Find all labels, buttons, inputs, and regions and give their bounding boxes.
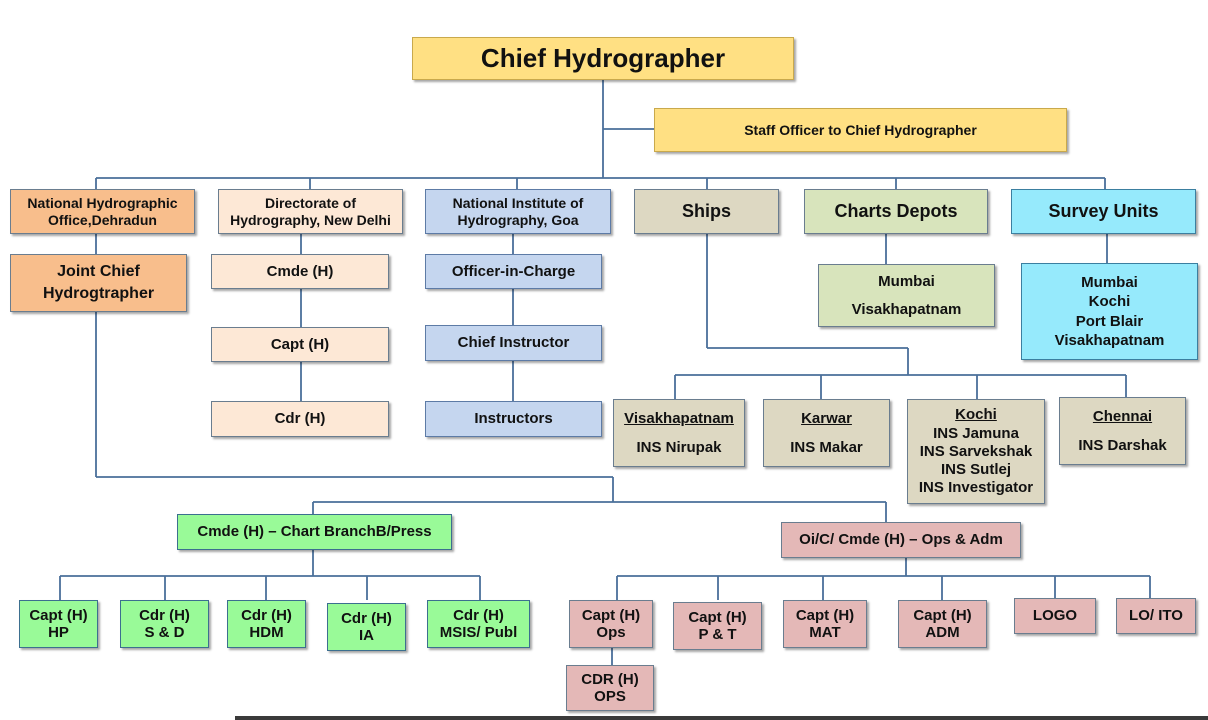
role-label: MSIS/ Publ — [439, 624, 518, 641]
doh-cdr-box: Cdr (H) — [211, 401, 389, 437]
ship-base-karwar: Karwar INS Makar — [763, 399, 890, 467]
ship-base-kochi: Kochi INS Jamuna INS Sarvekshak INS Sutl… — [907, 399, 1045, 504]
doh-cmde-box: Cmde (H) — [211, 254, 389, 289]
survey-units-box: Survey Units — [1011, 189, 1196, 234]
nih-instructors-label: Instructors — [474, 410, 553, 428]
charts-depots-places-box: Mumbai Visakhapatnam — [818, 264, 995, 327]
chart-branch-label: Cmde (H) – Chart BranchB/Press — [197, 523, 432, 541]
ops-adm-box: Oi/C/ Cmde (H) – Ops & Adm — [781, 522, 1021, 558]
chief-hydrographer-box: Chief Hydrographer — [412, 37, 794, 80]
nho-title-line2: Office,Dehradun — [48, 211, 157, 228]
ops-adm-item-logo: LOGO — [1014, 598, 1096, 634]
nho-box: National Hydrographic Office,Dehradun — [10, 189, 195, 234]
ship-name: INS Investigator — [918, 479, 1034, 497]
ships-label: Ships — [681, 201, 731, 222]
ship-base-chennai: Chennai INS Darshak — [1059, 397, 1186, 465]
chart-branch-item-sd: Cdr (H) S & D — [120, 600, 209, 648]
nih-instructors-box: Instructors — [425, 401, 602, 437]
staff-officer-label: Staff Officer to Chief Hydrographer — [744, 121, 977, 138]
ops-adm-item-lo-ito: LO/ ITO — [1116, 598, 1196, 634]
bottom-scrollbar — [235, 716, 1208, 720]
survey-units-places-box: Mumbai Kochi Port Blair Visakhapatnam — [1021, 263, 1198, 360]
nih-chief-instructor-box: Chief Instructor — [425, 325, 602, 361]
ship-name: INS Makar — [790, 439, 863, 456]
role-label: ADM — [925, 624, 960, 641]
doh-cdr-label: Cdr (H) — [274, 410, 326, 428]
rank-label: Cdr (H) — [341, 609, 392, 627]
role-label: OPS — [594, 688, 626, 705]
ship-name: INS Nirupak — [636, 439, 722, 456]
charts-depots-box: Charts Depots — [804, 189, 988, 234]
nih-title-line1: National Institute of — [452, 195, 584, 212]
ship-base-name: Karwar — [801, 409, 852, 427]
ship-name: INS Jamuna — [933, 424, 1019, 442]
role-label: HP — [48, 624, 69, 641]
doh-capt-box: Capt (H) — [211, 327, 389, 362]
survey-unit-place-3: Port Blair — [1075, 312, 1144, 330]
chart-branch-item-msis: Cdr (H) MSIS/ Publ — [427, 600, 530, 648]
ship-base-name: Kochi — [955, 406, 997, 424]
charts-depot-place-2: Visakhapatnam — [851, 300, 962, 318]
role-label: LOGO — [1032, 607, 1078, 625]
chief-hydrographer-label: Chief Hydrographer — [480, 42, 726, 73]
survey-units-label: Survey Units — [1048, 201, 1159, 222]
ship-base-name: Chennai — [1092, 407, 1153, 425]
rank-label: Capt (H) — [913, 606, 972, 624]
doh-cmde-label: Cmde (H) — [266, 262, 334, 280]
survey-unit-place-2: Kochi — [1088, 293, 1131, 311]
nho-title-line1: National Hydrographic — [27, 195, 178, 212]
charts-depots-label: Charts Depots — [834, 201, 958, 222]
doh-title-line2: Hydrography, New Delhi — [230, 211, 391, 228]
role-label: IA — [359, 627, 374, 644]
doh-title-line1: Directorate of — [264, 195, 357, 212]
nih-oic-box: Officer-in-Charge — [425, 254, 602, 289]
rank-label: CDR (H) — [581, 670, 639, 688]
ship-base-name: Visakhapatnam — [624, 409, 734, 427]
chart-branch-item-hp: Capt (H) HP — [19, 600, 98, 648]
role-label: S & D — [144, 624, 185, 641]
rank-label: Capt (H) — [29, 606, 88, 624]
chart-branch-box: Cmde (H) – Chart BranchB/Press — [177, 514, 452, 550]
ops-adm-item-ops: Capt (H) Ops — [569, 600, 653, 648]
nih-box: National Institute of Hydrography, Goa — [425, 189, 611, 234]
role-label: LO/ ITO — [1129, 607, 1183, 625]
ship-base-visakhapatnam: Visakhapatnam INS Nirupak — [613, 399, 745, 467]
joint-chief-line1: Joint Chief — [57, 262, 140, 280]
joint-chief-box: Joint Chief Hydrogtrapher — [10, 254, 187, 312]
nih-oic-label: Officer-in-Charge — [451, 262, 576, 280]
role-label: Ops — [596, 624, 626, 641]
chart-branch-item-ia: Cdr (H) IA — [327, 603, 406, 651]
ops-adm-item-adm: Capt (H) ADM — [898, 600, 987, 648]
staff-officer-box: Staff Officer to Chief Hydrographer — [654, 108, 1067, 152]
survey-unit-place-1: Mumbai — [1081, 274, 1138, 291]
rank-label: Cdr (H) — [241, 606, 292, 624]
ops-adm-item-mat: Capt (H) MAT — [783, 600, 867, 648]
role-label: HDM — [249, 624, 284, 641]
doh-box: Directorate of Hydrography, New Delhi — [218, 189, 403, 234]
rank-label: Capt (H) — [795, 606, 855, 624]
doh-capt-label: Capt (H) — [270, 335, 330, 353]
ops-adm-item-pt: Capt (H) P & T — [673, 602, 762, 650]
nih-title-line2: Hydrography, Goa — [457, 211, 579, 228]
nih-chief-instructor-label: Chief Instructor — [457, 334, 570, 352]
charts-depot-place-1: Mumbai — [878, 273, 935, 291]
ship-name: INS Darshak — [1078, 437, 1167, 454]
rank-label: Cdr (H) — [139, 606, 190, 624]
ships-box: Ships — [634, 189, 779, 234]
ops-adm-label: Oi/C/ Cmde (H) – Ops & Adm — [799, 531, 1003, 549]
chart-branch-item-hdm: Cdr (H) HDM — [227, 600, 306, 648]
role-label: P & T — [698, 626, 737, 643]
ops-sub-cdr-box: CDR (H) OPS — [566, 665, 654, 711]
rank-label: Capt (H) — [688, 608, 747, 626]
rank-label: Capt (H) — [581, 606, 641, 624]
joint-chief-line2: Hydrogtrapher — [42, 285, 155, 302]
ship-name: INS Sarvekshak — [919, 442, 1033, 460]
role-label: MAT — [809, 624, 841, 641]
ship-name: INS Sutlej — [940, 461, 1011, 479]
rank-label: Cdr (H) — [453, 606, 504, 624]
survey-unit-place-4: Visakhapatnam — [1054, 331, 1165, 349]
